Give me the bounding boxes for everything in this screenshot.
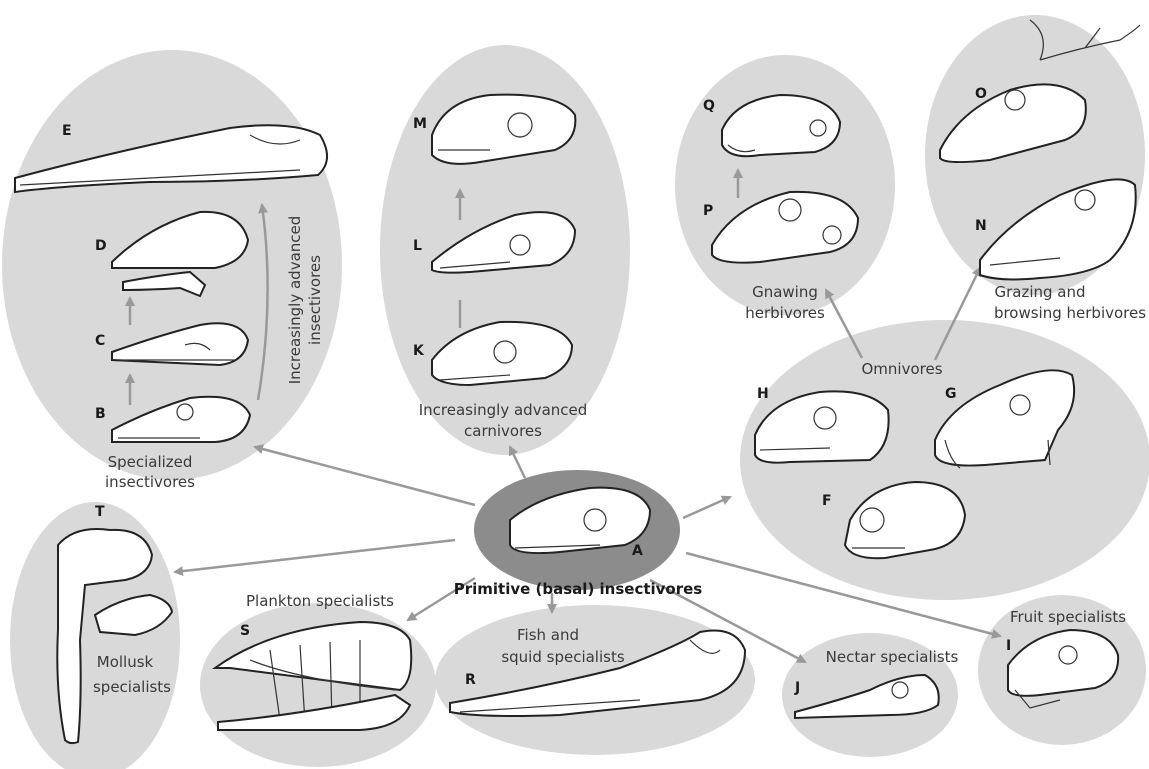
gnawing-label-line1: Gnawing xyxy=(752,283,818,301)
letter-s: S xyxy=(240,623,250,639)
arrow-to-insectivores xyxy=(255,447,475,505)
letter-j: J xyxy=(794,680,800,696)
insectivores-trend-line1: Increasingly advanced xyxy=(286,216,304,385)
grazing-label-line2: browsing herbivores xyxy=(994,304,1146,322)
letter-e: E xyxy=(62,123,72,139)
grazing-label-line1: Grazing and xyxy=(994,283,1085,301)
carnivores-label-line1: Increasingly advanced xyxy=(419,401,588,419)
arrow-to-mollusk xyxy=(175,540,455,572)
center-label: Primitive (basal) insectivores xyxy=(454,580,703,598)
letter-a: A xyxy=(632,543,643,559)
fish-label-line1: Fish and xyxy=(517,626,579,644)
letter-q: Q xyxy=(703,98,715,114)
omnivores-label: Omnivores xyxy=(861,360,942,378)
gnawing-label-line2: herbivores xyxy=(745,304,825,322)
carnivores-label-line2: carnivores xyxy=(464,422,542,440)
letter-o: O xyxy=(975,86,987,102)
insectivores-label-line1: Specialized xyxy=(108,453,193,471)
letter-k: K xyxy=(413,343,425,359)
letter-l: L xyxy=(413,238,422,254)
mollusk-label-line1: Mollusk xyxy=(97,653,154,671)
letter-t: T xyxy=(95,504,105,520)
letter-d: D xyxy=(95,238,107,254)
arrow-to-omnivores xyxy=(683,497,730,518)
mollusk-label-line2: specialists xyxy=(93,678,171,696)
fish-label-line2: squid specialists xyxy=(501,648,625,666)
nectar-label: Nectar specialists xyxy=(826,648,959,666)
plankton-label: Plankton specialists xyxy=(246,592,394,610)
letter-r: R xyxy=(465,672,476,688)
letter-h: H xyxy=(757,386,769,402)
letter-b: B xyxy=(95,406,106,422)
insectivores-trend-line2: insectivores xyxy=(306,255,324,345)
insectivores-label-line2: insectivores xyxy=(105,473,195,491)
fruit-label: Fruit specialists xyxy=(1010,608,1126,626)
letter-n: N xyxy=(975,218,987,234)
letter-g: G xyxy=(945,386,957,402)
letter-p: P xyxy=(703,203,713,219)
letter-c: C xyxy=(95,333,105,349)
letter-f: F xyxy=(822,493,832,509)
letter-i: I xyxy=(1006,638,1011,654)
letter-m: M xyxy=(413,116,427,132)
gnawing-region xyxy=(675,55,895,315)
